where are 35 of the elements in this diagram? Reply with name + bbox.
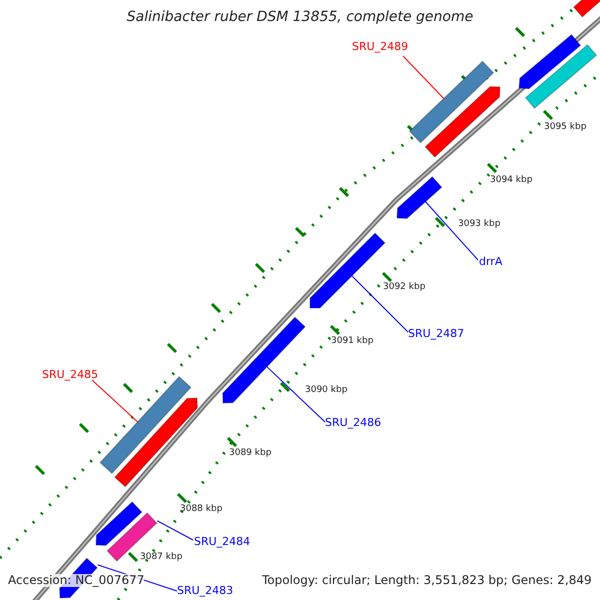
gene-label: SRU_2485 (42, 369, 98, 382)
gene-bar (95, 501, 142, 546)
gene-bar (99, 376, 192, 474)
gene-bar (518, 34, 582, 90)
leader-line (156, 520, 194, 540)
gene-label: SRU_2489 (352, 41, 408, 54)
gene-label: SRU_2487 (408, 328, 464, 340)
tick-label: 3090 kbp (305, 386, 348, 396)
gene-bar (114, 397, 198, 488)
tick-label: 3087 kbp (140, 553, 182, 563)
leader-line (266, 366, 326, 422)
gene-bar (424, 86, 501, 158)
tick-label: 3093 kbp (458, 220, 500, 230)
tick-label: 3091 kbp (331, 337, 374, 347)
tick-label: 3095 kbp (544, 123, 586, 133)
gene-label: SRU_2483 (177, 585, 234, 598)
leader-line (424, 200, 478, 260)
gene-bar (408, 60, 494, 144)
gene-bar (573, 0, 600, 18)
gene-bar (524, 44, 598, 109)
tick-label: 3092 kbp (383, 283, 426, 293)
leader-line (92, 380, 139, 424)
leader-line (350, 274, 408, 332)
gene-bar (222, 316, 306, 404)
gene-bar (396, 176, 442, 219)
gene-label: SRU_2486 (325, 417, 382, 430)
footer-text: Accession: NC_007677 (8, 574, 144, 588)
gene-label: drrA (479, 256, 502, 268)
tick-label: 3088 kbp (180, 505, 222, 515)
gene-label: SRU_2484 (194, 536, 250, 548)
tick-label: 3089 kbp (229, 449, 272, 459)
leader-line (402, 56, 445, 100)
footer-text: Topology: circular; Length: 3,551,823 bp; Genes: 2,849 (262, 574, 592, 588)
title: Salinibacter ruber DSM 13855, complete genome (126, 10, 474, 26)
tick-label: 3094 kbp (490, 176, 532, 186)
